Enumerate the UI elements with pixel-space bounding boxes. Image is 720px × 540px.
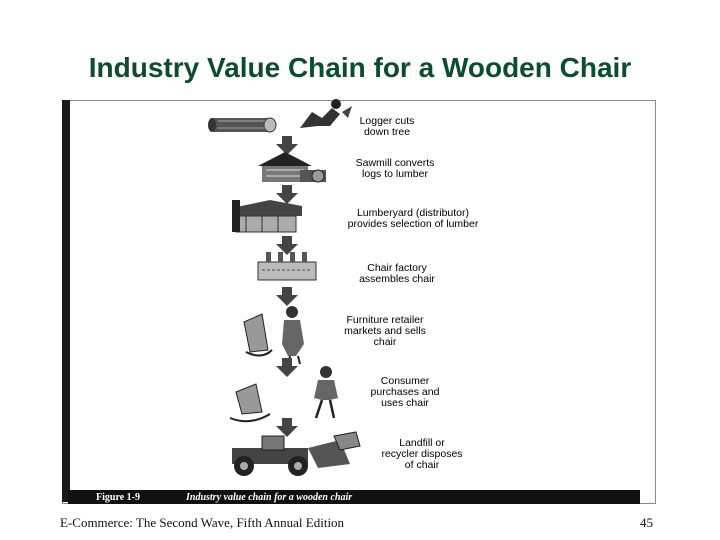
factory-icon	[257, 252, 317, 281]
step-label-retailer: Furniture retailer markets and sells cha…	[320, 315, 450, 348]
step-label-landfill: Landfill or recycler disposes of chair	[362, 438, 482, 471]
step-line: of chair	[404, 459, 440, 471]
step-label-logger: Logger cuts down tree	[342, 116, 432, 138]
step-line: purchases and	[370, 386, 440, 398]
figure-number: Figure 1-9	[96, 491, 140, 503]
step-line: provides selection of lumber	[347, 218, 479, 230]
figure-panel	[62, 100, 656, 504]
step-line: recycler disposes	[381, 448, 463, 460]
step-line: markets and sells	[344, 325, 426, 337]
step-line: chair	[373, 336, 397, 348]
step-line: Landfill or	[399, 437, 445, 449]
step-line: assembles chair	[359, 273, 435, 285]
log-icon	[208, 117, 277, 133]
step-label-sawmill: Sawmill converts logs to lumber	[340, 158, 450, 180]
step-line: Furniture retailer	[346, 314, 424, 326]
footer-text: E-Commerce: The Second Wave, Fifth Annua…	[60, 515, 345, 530]
lumberyard-icon	[232, 200, 302, 233]
consumer-icon	[314, 366, 338, 419]
sawmill-icon	[258, 152, 326, 183]
step-line: Lumberyard (distributor)	[356, 207, 470, 219]
step-label-lumberyard: Lumberyard (distributor) provides select…	[318, 208, 508, 230]
figure-caption: Figure 1-9 Industry value chain for a wo…	[68, 490, 640, 504]
slide-title: Industry Value Chain for a Wooden Chair	[88, 52, 632, 83]
figure-caption-bar	[68, 490, 640, 504]
arrow-down-icon	[276, 358, 298, 377]
step-line: Consumer	[380, 375, 430, 387]
page-number: 45	[640, 515, 653, 530]
step-line: Chair factory	[367, 262, 427, 274]
arrow-down-icon	[276, 287, 298, 306]
step-line: uses chair	[381, 397, 429, 409]
figure-caption-text: Industry value chain for a wooden chair	[186, 491, 353, 503]
rocking-chair-icon	[229, 383, 271, 423]
step-line: Sawmill converts	[355, 157, 435, 169]
bulldozer-icon	[232, 431, 361, 476]
logger-icon	[300, 99, 352, 128]
retailer-icon	[243, 306, 304, 365]
arrow-down-icon	[276, 418, 298, 437]
step-label-factory: Chair factory assembles chair	[342, 263, 452, 285]
step-line: Logger cuts	[359, 115, 415, 127]
step-label-consumer: Consumer purchases and uses chair	[350, 376, 460, 409]
step-line: logs to lumber	[362, 168, 428, 180]
arrow-down-icon	[276, 236, 298, 255]
step-line: down tree	[363, 126, 411, 138]
arrow-down-icon	[276, 185, 298, 204]
arrow-down-icon	[276, 136, 298, 155]
figure-left-border	[62, 100, 70, 502]
